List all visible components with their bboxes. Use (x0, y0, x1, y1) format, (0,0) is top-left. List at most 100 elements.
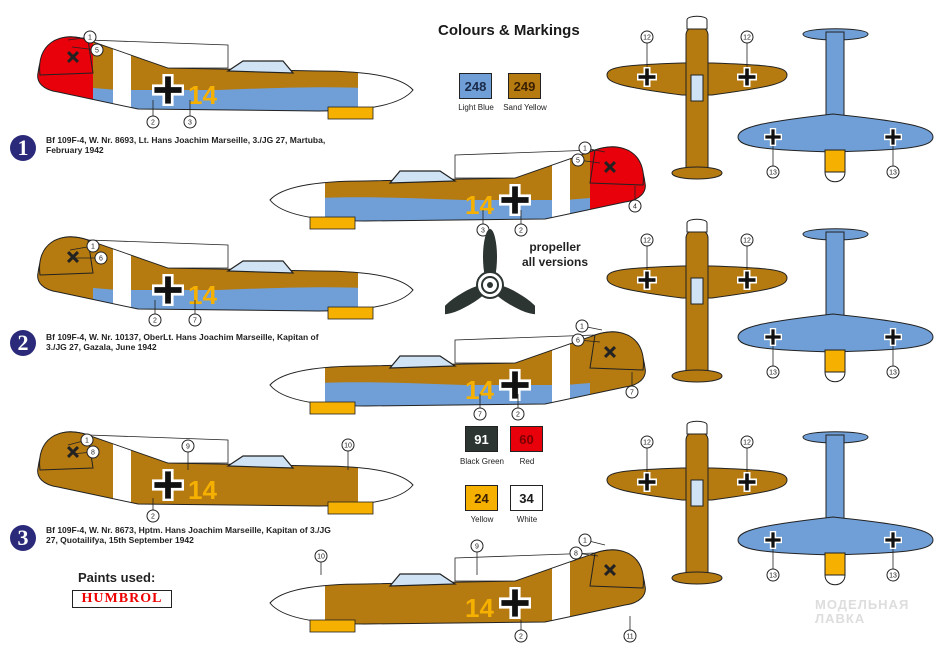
callout-number: 13 (769, 573, 777, 580)
callout-marker: 13 (766, 346, 780, 379)
callout-marker: 7 (473, 394, 487, 421)
watermark: МОДЕЛЬНАЯ ЛАВКА (815, 598, 909, 626)
callout-marker: 1 (69, 239, 100, 253)
paint-swatch-60: 60 (510, 426, 543, 452)
callout-number: 12 (643, 440, 651, 447)
callout-number: 12 (643, 238, 651, 245)
paint-name: Yellow (470, 515, 494, 524)
canopy (388, 355, 457, 369)
callout-marker: 1 (578, 533, 606, 547)
scheme-caption-1: Bf 109F-4, W. Nr. 8693, Lt. Hans Joachim… (46, 135, 346, 155)
tail-marking-icon (66, 445, 80, 459)
paint-name: Black Green (459, 457, 505, 466)
paint-code: 248 (464, 78, 487, 94)
callout-marker: 12 (740, 233, 754, 270)
balkenkreuz-icon (737, 67, 757, 87)
paint-name: White (516, 515, 538, 524)
balkenkreuz-icon (737, 472, 757, 492)
balkenkreuz-icon (152, 469, 184, 501)
paint-name: Red (519, 457, 535, 466)
aircraft-code: 14 (465, 190, 494, 220)
callout-number: 3 (188, 120, 192, 127)
callout-number: 8 (574, 551, 578, 558)
callout-marker: 13 (886, 146, 900, 179)
callout-number: 10 (317, 554, 325, 561)
swatch-box: 91 (465, 426, 498, 452)
callout-number: 13 (889, 370, 897, 377)
callout-number: 8 (91, 450, 95, 457)
paint-name: Light Blue (458, 103, 494, 112)
swatch-box: 60 (510, 426, 543, 452)
callout-number: 9 (475, 544, 479, 551)
paint-swatch-24: 24 (465, 485, 498, 511)
aircraft-top-view: 12 12 (606, 420, 788, 585)
callout-number: 2 (516, 412, 520, 419)
aircraft-bottom-view: 13 13 (737, 228, 934, 383)
paint-swatch-91: 91 (465, 426, 498, 452)
callout-marker: 2 (511, 394, 525, 421)
aircraft-code: 14 (188, 280, 217, 310)
callout-marker: 12 (640, 435, 654, 472)
callout-number: 1 (580, 324, 584, 331)
balkenkreuz-icon (764, 531, 782, 549)
callout-number: 12 (743, 440, 751, 447)
scheme-caption-3: Bf 109F-4, W. Nr. 8673, Hptm. Hans Joach… (46, 525, 346, 545)
propeller-label: propeller all versions (510, 240, 600, 270)
balkenkreuz-icon (499, 587, 531, 619)
callout-marker: 6 (571, 333, 601, 347)
callout-number: 1 (88, 35, 92, 42)
aircraft-code: 14 (188, 80, 217, 110)
balkenkreuz-icon (152, 74, 184, 106)
callout-marker: 5 (571, 153, 601, 167)
callout-marker: 12 (740, 30, 754, 67)
callout-marker: 8 (569, 546, 599, 560)
aircraft-top-view: 12 12 (606, 218, 788, 383)
callout-number: 12 (643, 35, 651, 42)
scheme-badge-1: 1 (10, 135, 36, 161)
callout-number: 1 (583, 538, 587, 545)
tail-marking-icon (603, 563, 617, 577)
balkenkreuz-icon (152, 274, 184, 306)
callout-marker: 13 (766, 549, 780, 582)
callout-number: 2 (153, 318, 157, 325)
callout-marker: 1 (67, 30, 97, 44)
aircraft-bottom-view: 13 13 (737, 431, 934, 586)
wing-shape (87, 434, 229, 464)
wing-shape (454, 334, 596, 364)
balkenkreuz-icon (637, 472, 657, 492)
callout-marker: 12 (740, 435, 754, 472)
paint-name: Sand Yellow (503, 103, 547, 112)
callout-marker: 1 (575, 319, 603, 333)
paint-swatch-34: 34 (510, 485, 543, 511)
watermark-line2: ЛАВКА (815, 611, 866, 626)
paint-swatch-248: 248 (459, 73, 492, 99)
callout-number: 6 (99, 256, 103, 263)
propeller-icon (445, 229, 535, 315)
watermark-line1: МОДЕЛЬНАЯ (815, 597, 910, 612)
callout-number: 2 (519, 634, 523, 641)
swatch-box: 24 (465, 485, 498, 511)
canopy (388, 170, 457, 184)
callout-number: 1 (85, 438, 89, 445)
callout-marker: 2 (514, 620, 528, 643)
page-title: Colours & Markings (438, 22, 580, 39)
paint-code: 60 (519, 431, 534, 447)
aircraft-code: 14 (465, 593, 494, 623)
callout-marker: 8 (71, 445, 100, 459)
scheme-badge-3: 3 (10, 525, 36, 551)
wing-shape (87, 39, 229, 69)
callout-marker: 13 (886, 549, 900, 582)
canopy (226, 260, 295, 274)
callout-number: 2 (151, 120, 155, 127)
canopy (226, 455, 295, 469)
callout-marker: 1 (67, 433, 94, 447)
propeller-label-line1: propeller (529, 240, 581, 254)
balkenkreuz-icon (884, 328, 902, 346)
callout-marker: 10 (341, 438, 355, 470)
callout-marker: 12 (640, 233, 654, 270)
